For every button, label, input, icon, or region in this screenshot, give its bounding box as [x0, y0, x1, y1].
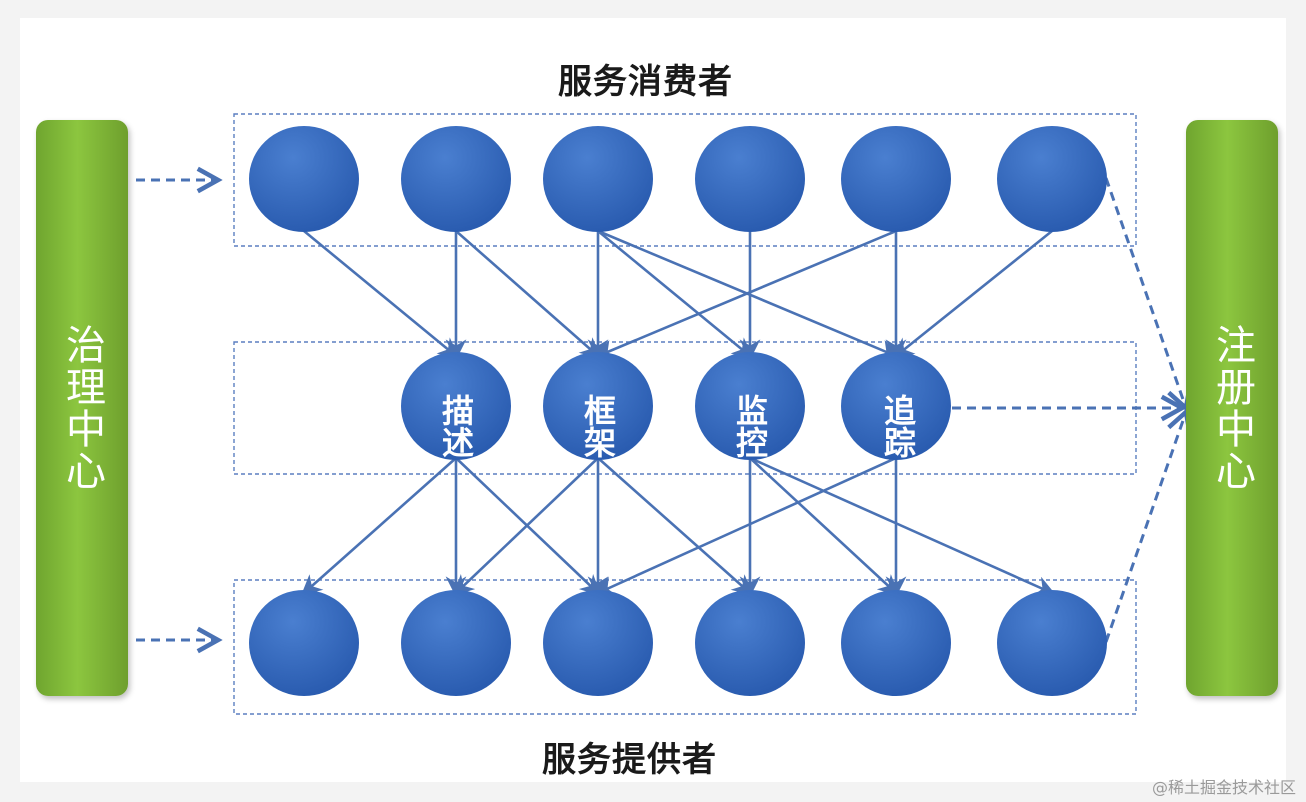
- arrow-mid-1-to-provider-1: [300, 457, 457, 596]
- governance-center-bar: 治理中心: [36, 120, 128, 696]
- middle-node-4: [841, 352, 951, 460]
- governance-center-label: 治理中心: [59, 324, 105, 492]
- provider-node-5: [841, 590, 951, 696]
- consumer-node-4: [695, 126, 805, 232]
- provider-node-2: [401, 590, 511, 696]
- arrow-mid-2-to-provider-4: [597, 457, 754, 596]
- arrow-consumer-5-to-mid-2: [594, 229, 897, 360]
- node-label-describe: 描述: [437, 394, 475, 458]
- provider-node-4: [695, 590, 805, 696]
- node-label-framework: 框架: [579, 394, 617, 458]
- provider-node-1: [249, 590, 359, 696]
- provider-title: 服务提供者: [542, 740, 717, 780]
- consumer-group-box: [233, 113, 1137, 247]
- consumer-node-1: [249, 126, 359, 232]
- consumer-title: 服务消费者: [558, 62, 733, 102]
- middle-node-1: [401, 352, 511, 460]
- watermark: @稀土掘金技术社区: [1151, 778, 1296, 797]
- arrow-mid-4-to-provider-3: [594, 456, 897, 596]
- consumer-node-3: [543, 126, 653, 232]
- node-label-monitor: 监控: [731, 394, 769, 458]
- registry-center-bar: 注册中心: [1186, 120, 1278, 696]
- arrow-consumer-3-to-mid-3: [597, 229, 754, 359]
- provider-group-box: [233, 579, 1137, 715]
- arrow-mid-3-to-provider-5: [749, 457, 900, 596]
- arrow-consumer-6-to-mid-4: [892, 229, 1053, 359]
- middle-node-2: [543, 352, 653, 460]
- node-label-tracing: 追踪: [879, 394, 917, 458]
- consumer-node-6: [997, 126, 1107, 232]
- dashed-arrow-provider-to-registry: [1104, 412, 1186, 643]
- consumer-node-5: [841, 126, 951, 232]
- diagram-svg: [136, 113, 1286, 715]
- provider-node-6: [997, 590, 1107, 696]
- dashed-arrow-consumer-to-registry: [1104, 177, 1186, 408]
- diagram-canvas: 服务消费者 服务提供者 治理中心 注册中心 描述 框架 监控 追踪: [20, 18, 1286, 782]
- consumer-node-2: [401, 126, 511, 232]
- arrow-consumer-2-to-mid-2: [455, 230, 602, 359]
- middle-node-3: [695, 352, 805, 460]
- provider-node-3: [543, 590, 653, 696]
- registry-center-label: 注册中心: [1209, 324, 1255, 492]
- arrow-consumer-1-to-mid-1: [303, 229, 460, 359]
- arrow-mid-3-to-provider-6: [749, 456, 1056, 596]
- arrow-mid-2-to-provider-2: [452, 457, 599, 596]
